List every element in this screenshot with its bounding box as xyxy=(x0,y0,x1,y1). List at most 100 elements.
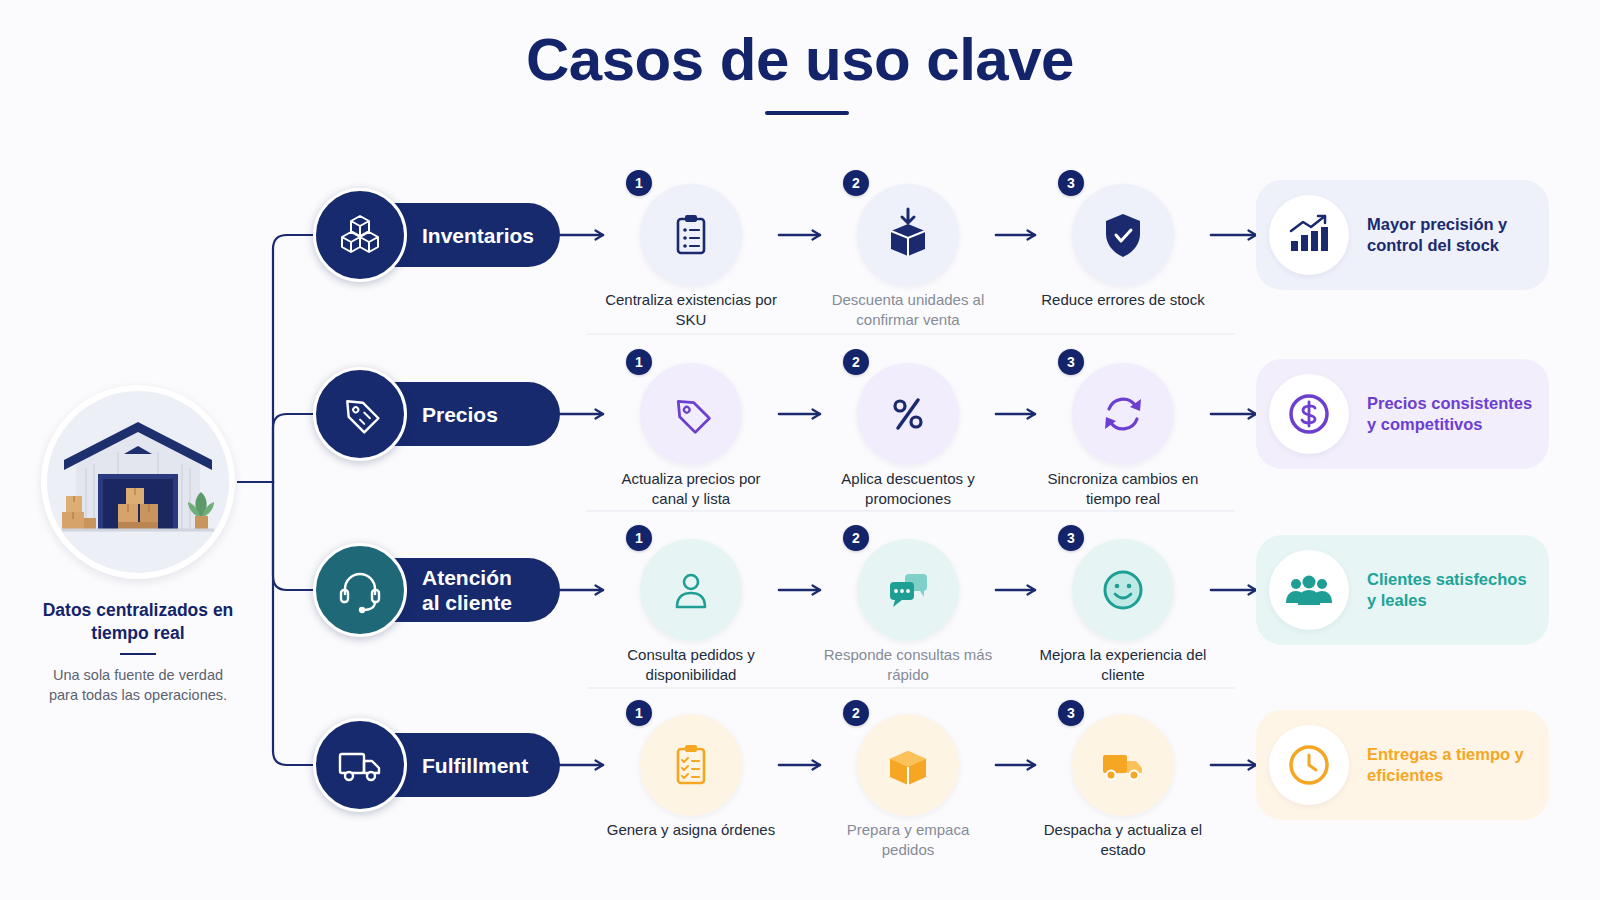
chat-icon xyxy=(890,574,927,607)
bar-chart-icon-part xyxy=(1291,216,1325,231)
category-pill: Fulfillment xyxy=(313,718,560,812)
step-text: Aplica descuentos y promociones xyxy=(820,469,996,509)
pill-label: Fulfillment xyxy=(422,753,534,778)
clipboard-icon-part xyxy=(683,228,687,232)
pill-text-box: Atención al cliente xyxy=(422,565,534,615)
callout-number: 1 xyxy=(626,525,652,551)
connector xyxy=(779,764,820,767)
delivery-truck-icon-part xyxy=(1103,755,1127,773)
outcome-icon-circle xyxy=(1269,725,1349,805)
chat-icon-part xyxy=(890,582,914,600)
step-circle xyxy=(857,184,959,286)
outcome-box: Clientes satisfechos y leales xyxy=(1256,535,1549,645)
step-circle xyxy=(1072,363,1174,465)
outcome-icon-circle xyxy=(1269,374,1349,454)
checklist-icon-part xyxy=(685,745,697,752)
delivery-truck-icon-part xyxy=(1107,771,1116,780)
warehouse-illustration-part xyxy=(62,529,214,532)
connector xyxy=(238,414,313,482)
clipboard-icon-part xyxy=(685,215,697,222)
checklist-icon xyxy=(678,745,704,783)
step-circle xyxy=(1072,714,1174,816)
warehouse-illustration-part xyxy=(126,488,144,504)
inventory-icon xyxy=(342,216,378,252)
pill-icon-circle xyxy=(313,367,407,461)
hub-heading: Datos centralizados en tiempo real xyxy=(38,599,238,645)
dollar-icon xyxy=(1291,396,1327,432)
package-icon xyxy=(890,751,926,785)
people-icon-part xyxy=(1316,591,1332,603)
headset-icon-part xyxy=(345,574,375,594)
connector xyxy=(560,413,603,416)
step-text: Consulta pedidos y disponibilidad xyxy=(603,645,779,685)
step-text: Despacha y actualiza el estado xyxy=(1035,820,1211,860)
people-icon xyxy=(1286,576,1332,606)
people-icon-part xyxy=(1317,579,1327,589)
truck-icon-part xyxy=(345,772,353,780)
clock-icon-part xyxy=(1309,755,1316,770)
row-separators xyxy=(587,334,1235,688)
warehouse-illustration-part xyxy=(118,522,158,530)
headset-icon xyxy=(341,574,379,612)
shield-check-icon xyxy=(1106,214,1140,257)
warehouse-illustration-part xyxy=(66,496,82,512)
warehouse-illustration-part xyxy=(86,452,190,530)
step-circle xyxy=(1072,184,1174,286)
package-icon-part xyxy=(907,767,909,785)
checklist-icon-part xyxy=(678,749,704,783)
outcome-text: Entregas a tiempo y eficientes xyxy=(1367,744,1539,786)
step-text: Centraliza existencias por SKU xyxy=(603,290,779,330)
chat-icon-part xyxy=(905,574,927,591)
smiley-icon xyxy=(1105,572,1141,608)
headset-icon-part xyxy=(372,590,379,602)
box-down-icon-part xyxy=(902,209,914,223)
sync-icon-part xyxy=(1105,417,1116,429)
smiley-icon-part xyxy=(1105,572,1141,608)
headset-icon-part xyxy=(360,608,364,612)
connector xyxy=(779,413,820,416)
people-icon-part xyxy=(1291,579,1301,589)
connector xyxy=(779,234,820,237)
callout-number: 1 xyxy=(626,700,652,726)
tag-icon-part xyxy=(671,394,709,432)
warehouse-illustration-part xyxy=(103,479,173,530)
outcome-icon-circle xyxy=(1269,550,1349,630)
step-node: Despacha y actualiza el estado xyxy=(1035,714,1211,860)
price-tag-icon-part-part xyxy=(359,413,370,424)
connector xyxy=(238,482,313,590)
outcome-box: Precios consistentes y competitivos xyxy=(1256,359,1549,469)
sync-icon-part xyxy=(1111,419,1137,429)
warehouse-illustration-part-part xyxy=(85,468,87,530)
step-circle xyxy=(640,363,742,465)
pill-label: Inventarios xyxy=(422,223,534,248)
warehouse-illustration-part-part xyxy=(117,452,119,474)
callout-number: 3 xyxy=(1058,700,1084,726)
delivery-truck-icon xyxy=(1103,755,1142,780)
sync-icon-part xyxy=(1130,399,1141,411)
callout-number: 3 xyxy=(1058,525,1084,551)
outcome-text: Clientes satisfechos y leales xyxy=(1367,569,1539,611)
headset-icon-part xyxy=(364,602,375,610)
outcome-text-box: Clientes satisfechos y leales xyxy=(1367,569,1539,611)
callout-number: 3 xyxy=(1058,170,1084,196)
bar-chart-icon-part xyxy=(1291,241,1298,251)
warehouse-illustration-part-part xyxy=(72,512,73,519)
step-circle xyxy=(1072,539,1174,641)
connector xyxy=(238,482,313,765)
step-circle xyxy=(857,363,959,465)
clock-icon xyxy=(1291,747,1327,783)
inventory-icon-part xyxy=(360,232,378,252)
chat-icon-part xyxy=(900,589,904,593)
smiley-icon-part xyxy=(1127,584,1132,589)
step-circle xyxy=(857,539,959,641)
price-tag-icon-part-part xyxy=(340,394,378,432)
tag-icon-part xyxy=(683,406,691,414)
connector xyxy=(238,235,313,482)
step-node: Consulta pedidos y disponibilidad xyxy=(603,539,779,685)
step-text: Prepara y empaca pedidos xyxy=(820,820,996,860)
step-node: Aplica descuentos y promociones xyxy=(820,363,996,509)
warehouse-illustration-part-part xyxy=(157,452,159,474)
pill-text-box: Precios xyxy=(422,402,534,427)
